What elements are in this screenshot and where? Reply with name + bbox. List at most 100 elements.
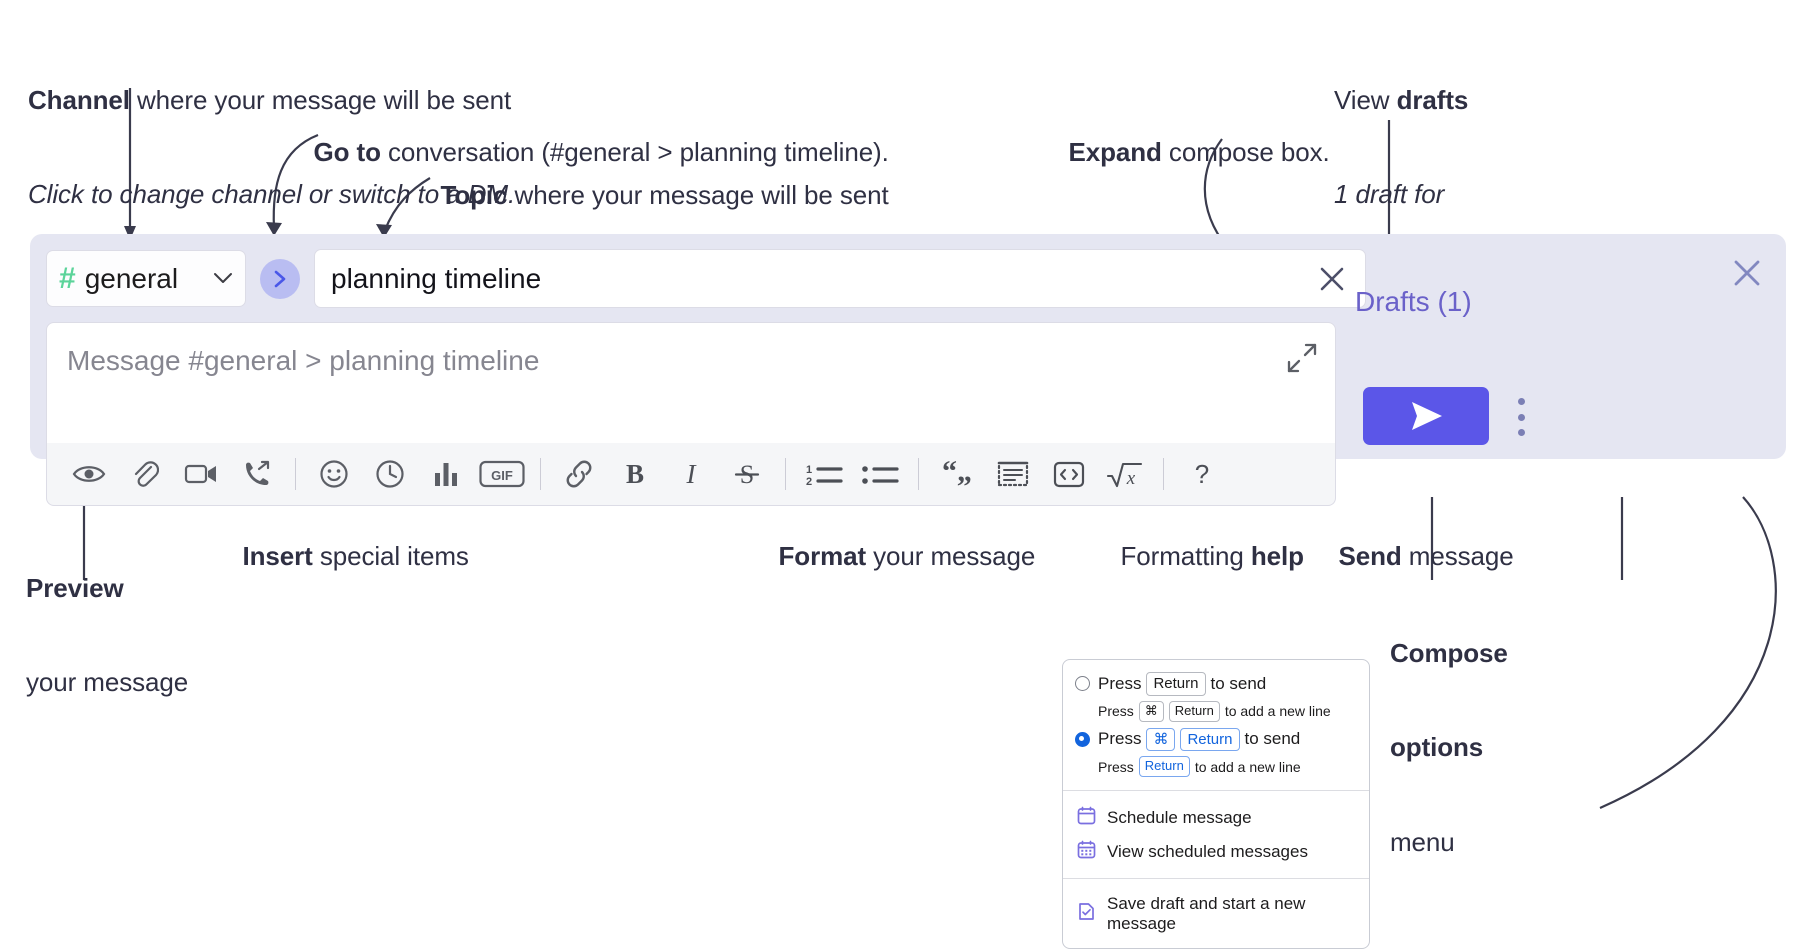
- svg-text:GIF: GIF: [491, 468, 513, 483]
- svg-text:?: ?: [1195, 459, 1209, 489]
- annotation-expand-rest: compose box.: [1161, 137, 1330, 168]
- annotation-formatting-help-rest: Formatting: [1120, 541, 1251, 572]
- annotation-format-rest: your message: [866, 541, 1036, 572]
- emoji-icon[interactable]: [306, 450, 362, 498]
- link-icon[interactable]: [551, 450, 607, 498]
- expand-icon[interactable]: [1287, 343, 1317, 373]
- toolbar-divider: [1163, 458, 1164, 490]
- gif-icon[interactable]: GIF: [474, 450, 530, 498]
- strikethrough-icon[interactable]: S: [719, 450, 775, 498]
- topic-input[interactable]: planning timeline: [314, 249, 1366, 308]
- annotation-format: Format your message: [750, 510, 1036, 604]
- svg-text:B: B: [626, 459, 644, 489]
- video-icon[interactable]: [173, 450, 229, 498]
- menu-item-label: View scheduled messages: [1107, 842, 1308, 862]
- key-command: ⌘: [1146, 727, 1176, 752]
- svg-text:2: 2: [806, 476, 812, 488]
- svg-text:x: x: [1126, 468, 1136, 489]
- annotation-channel-subtitle: Click to change channel or switch to a D…: [28, 179, 516, 210]
- kebab-dot: [1517, 429, 1525, 436]
- radio-selected[interactable]: [1075, 731, 1090, 747]
- svg-text:1: 1: [806, 464, 812, 476]
- compose-panel: # general planning timeline Message #gen…: [30, 234, 1786, 506]
- poll-icon[interactable]: [418, 450, 474, 498]
- annotation-formatting-help-bold: help: [1250, 541, 1304, 572]
- calendar-icon: [1077, 806, 1096, 830]
- close-icon[interactable]: [1730, 256, 1764, 290]
- compose-header-row: # general planning timeline: [46, 249, 1366, 308]
- annotation-preview-bold: Preview: [26, 572, 124, 603]
- annotation-compose-options-rest: menu: [1390, 826, 1455, 857]
- attachment-icon[interactable]: [117, 450, 173, 498]
- bold-icon[interactable]: B: [607, 450, 663, 498]
- preview-icon[interactable]: [61, 450, 117, 498]
- code-icon[interactable]: [1041, 450, 1097, 498]
- send-button[interactable]: [1363, 387, 1489, 445]
- compose-options-menu: Press Return to send Press ⌘ Return to a…: [1062, 659, 1370, 949]
- annotation-expand: Expand compose box.: [1040, 106, 1330, 200]
- option-press-label: Press: [1098, 673, 1142, 693]
- blockquote-icon[interactable]: “„: [929, 450, 985, 498]
- annotation-topic-bold: Topic: [440, 180, 508, 211]
- channel-selector[interactable]: # general: [46, 250, 246, 307]
- annotation-drafts-rest: View: [1334, 84, 1397, 115]
- key-command: ⌘: [1138, 700, 1164, 722]
- help-icon[interactable]: ?: [1174, 450, 1230, 498]
- draft-section: Save draft and start a new message: [1063, 878, 1369, 948]
- go-to-conversation-button[interactable]: [260, 258, 300, 299]
- send-option-cmd-return[interactable]: Press ⌘ Return to send Press Return to a…: [1075, 726, 1357, 778]
- menu-item-label: Save draft and start a new message: [1107, 894, 1306, 934]
- chevron-down-icon: [213, 268, 233, 290]
- close-icon[interactable]: [1315, 262, 1349, 296]
- schedule-section: Schedule message View scheduled messages: [1063, 790, 1369, 878]
- toolbar-divider: [295, 458, 296, 490]
- svg-text:“„: “„: [942, 459, 972, 488]
- option-sub-action-label: to add a new line: [1224, 703, 1331, 720]
- key-return: Return: [1146, 672, 1206, 696]
- message-input[interactable]: Message #general > planning timeline: [46, 322, 1336, 444]
- toolbar-divider: [918, 458, 919, 490]
- annotation-preview: Preview your message: [26, 510, 188, 762]
- annotation-insert-rest: special items: [312, 541, 469, 572]
- clock-icon[interactable]: [362, 450, 418, 498]
- hash-icon: #: [59, 261, 76, 295]
- annotation-goto: Go to conversation (#general > planning …: [285, 106, 889, 200]
- key-return: Return: [1180, 727, 1240, 752]
- annotation-preview-line2: your message: [26, 667, 189, 698]
- annotation-channel-bold: Channel: [28, 84, 130, 115]
- option-press-label: Press: [1098, 729, 1142, 749]
- menu-item-schedule-message[interactable]: Schedule message: [1075, 801, 1357, 835]
- annotation-expand-bold: Expand: [1068, 137, 1162, 168]
- toolbar-divider: [540, 458, 541, 490]
- send-option-return[interactable]: Press Return to send Press ⌘ Return to a…: [1075, 670, 1357, 722]
- annotation-drafts-line2: 1 draft for: [1334, 179, 1445, 210]
- compose-options-menu-button[interactable]: [1508, 398, 1534, 436]
- annotation-goto-bold: Go to: [313, 137, 381, 168]
- math-icon[interactable]: x: [1097, 450, 1153, 498]
- bulleted-list-icon[interactable]: [852, 450, 908, 498]
- annotation-compose-options-bold1: Compose: [1390, 637, 1508, 668]
- save-draft-icon: [1077, 902, 1096, 926]
- option-action-label: to send: [1210, 673, 1267, 693]
- drafts-link[interactable]: Drafts (1): [1355, 286, 1472, 317]
- italic-icon[interactable]: I: [663, 450, 719, 498]
- annotation-insert: Insert special items: [214, 510, 469, 604]
- option-action-label: to send: [1244, 729, 1301, 749]
- annotation-send-bold: Send: [1338, 541, 1402, 572]
- radio-unselected[interactable]: [1075, 676, 1090, 692]
- annotation-compose-options-bold2: options: [1390, 732, 1484, 763]
- option-sub-press-label: Press: [1098, 758, 1134, 775]
- message-placeholder: Message #general > planning timeline: [67, 345, 540, 376]
- phone-forward-icon[interactable]: [229, 450, 285, 498]
- code-block-icon[interactable]: [985, 450, 1041, 498]
- calendar-grid-icon: [1077, 840, 1096, 864]
- menu-item-view-scheduled-messages[interactable]: View scheduled messages: [1075, 835, 1357, 869]
- option-sub-press-label: Press: [1098, 703, 1134, 720]
- menu-item-save-draft[interactable]: Save draft and start a new message: [1075, 889, 1357, 939]
- key-return: Return: [1138, 756, 1190, 778]
- kebab-dot: [1517, 413, 1525, 421]
- annotation-send-rest: message: [1401, 541, 1514, 572]
- annotation-format-bold: Format: [778, 541, 867, 572]
